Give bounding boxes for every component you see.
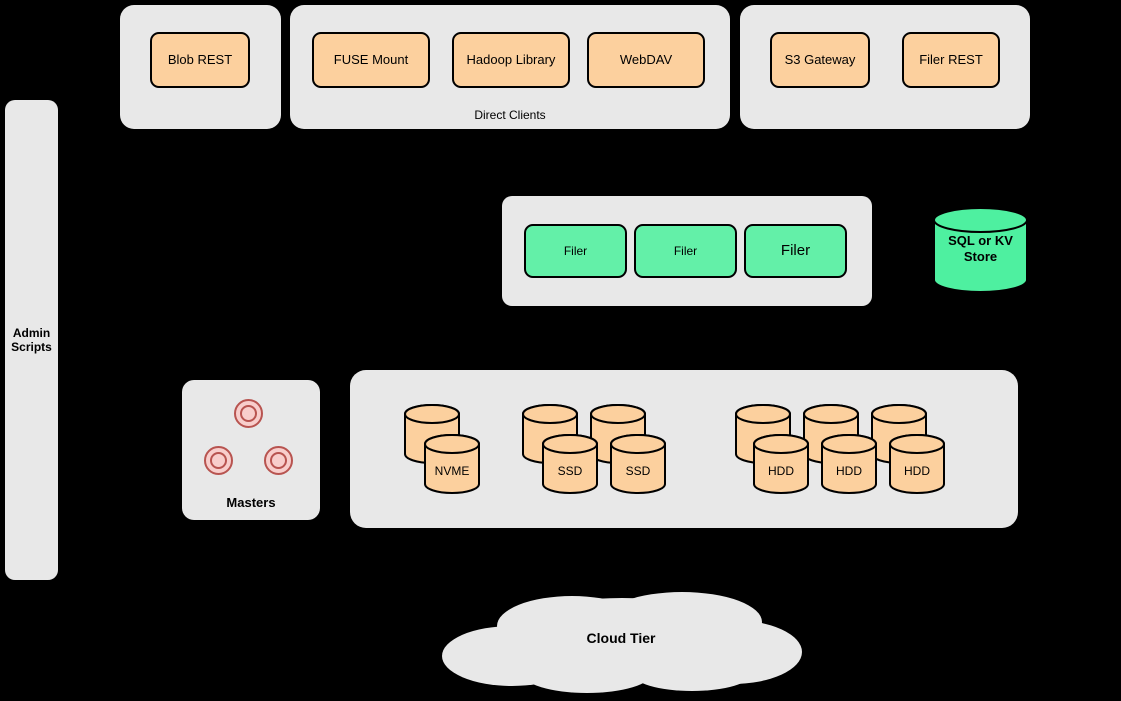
filer-node-3: Filer	[744, 224, 847, 278]
hdd-label: HDD	[904, 464, 930, 478]
sql-kv-store-label: SQL or KV Store	[948, 233, 1013, 265]
webdav-node: WebDAV	[587, 32, 705, 88]
hadoop-library-node: Hadoop Library	[452, 32, 570, 88]
hadoop-library-label: Hadoop Library	[466, 51, 556, 67]
master-node-inner-ring	[270, 452, 287, 469]
masters-label: Masters	[226, 495, 276, 510]
fuse-mount-node: FUSE Mount	[312, 32, 430, 88]
direct-clients-caption: Direct Clients	[474, 108, 546, 122]
admin-scripts-label: Admin Scripts	[11, 325, 52, 354]
gateway-group: S3 Gateway Filer REST	[740, 5, 1030, 129]
filer-rest-label: Filer REST	[919, 51, 983, 67]
filer-rest-node: Filer REST	[902, 32, 1000, 88]
s3-gateway-label: S3 Gateway	[784, 51, 856, 67]
masters-group: Masters	[182, 380, 320, 520]
ssd-disk-cylinder-front: SSD	[609, 433, 667, 495]
filer-node-1: Filer	[524, 224, 627, 278]
hdd-label: HDD	[768, 464, 794, 478]
fuse-mount-label: FUSE Mount	[333, 51, 409, 67]
cloud-icon	[442, 592, 802, 693]
ssd-label: SSD	[557, 464, 583, 478]
master-node-inner-ring	[210, 452, 227, 469]
admin-scripts-bar: Admin Scripts	[5, 100, 58, 580]
direct-clients-group: FUSE Mount Hadoop Library WebDAV Direct …	[290, 5, 730, 129]
filer-group: Filer Filer Filer	[502, 196, 872, 306]
sql-kv-store-cylinder: SQL or KV Store	[932, 205, 1029, 295]
ssd-label: SSD	[625, 464, 651, 478]
filer-label-2: Filer	[673, 243, 698, 258]
ssd-disk-cylinder-front: SSD	[541, 433, 599, 495]
hdd-disk-cylinder-front: HDD	[888, 433, 946, 495]
master-node-inner-ring	[240, 405, 257, 422]
master-node-icon	[264, 446, 293, 475]
hdd-label: HDD	[836, 464, 862, 478]
blob-rest-label: Blob REST	[167, 51, 233, 67]
cloud-tier-shape: Cloud Tier	[437, 588, 805, 698]
nvme-label: NVME	[434, 464, 470, 478]
master-node-icon	[234, 399, 263, 428]
hdd-disk-cylinder-front: HDD	[820, 433, 878, 495]
blob-group: Blob REST	[120, 5, 281, 129]
filer-label-3: Filer	[780, 241, 811, 259]
nvme-disk-cylinder-front: NVME	[423, 433, 481, 495]
disk-tiers-group: NVME SSD SSD HDD	[350, 370, 1018, 528]
webdav-label: WebDAV	[619, 51, 673, 67]
filer-label-1: Filer	[563, 243, 588, 258]
filer-node-2: Filer	[634, 224, 737, 278]
s3-gateway-node: S3 Gateway	[770, 32, 870, 88]
cloud-tier-label: Cloud Tier	[586, 630, 656, 646]
hdd-disk-cylinder-front: HDD	[752, 433, 810, 495]
blob-rest-node: Blob REST	[150, 32, 250, 88]
database-cylinder-shape	[933, 207, 1028, 293]
master-node-icon	[204, 446, 233, 475]
